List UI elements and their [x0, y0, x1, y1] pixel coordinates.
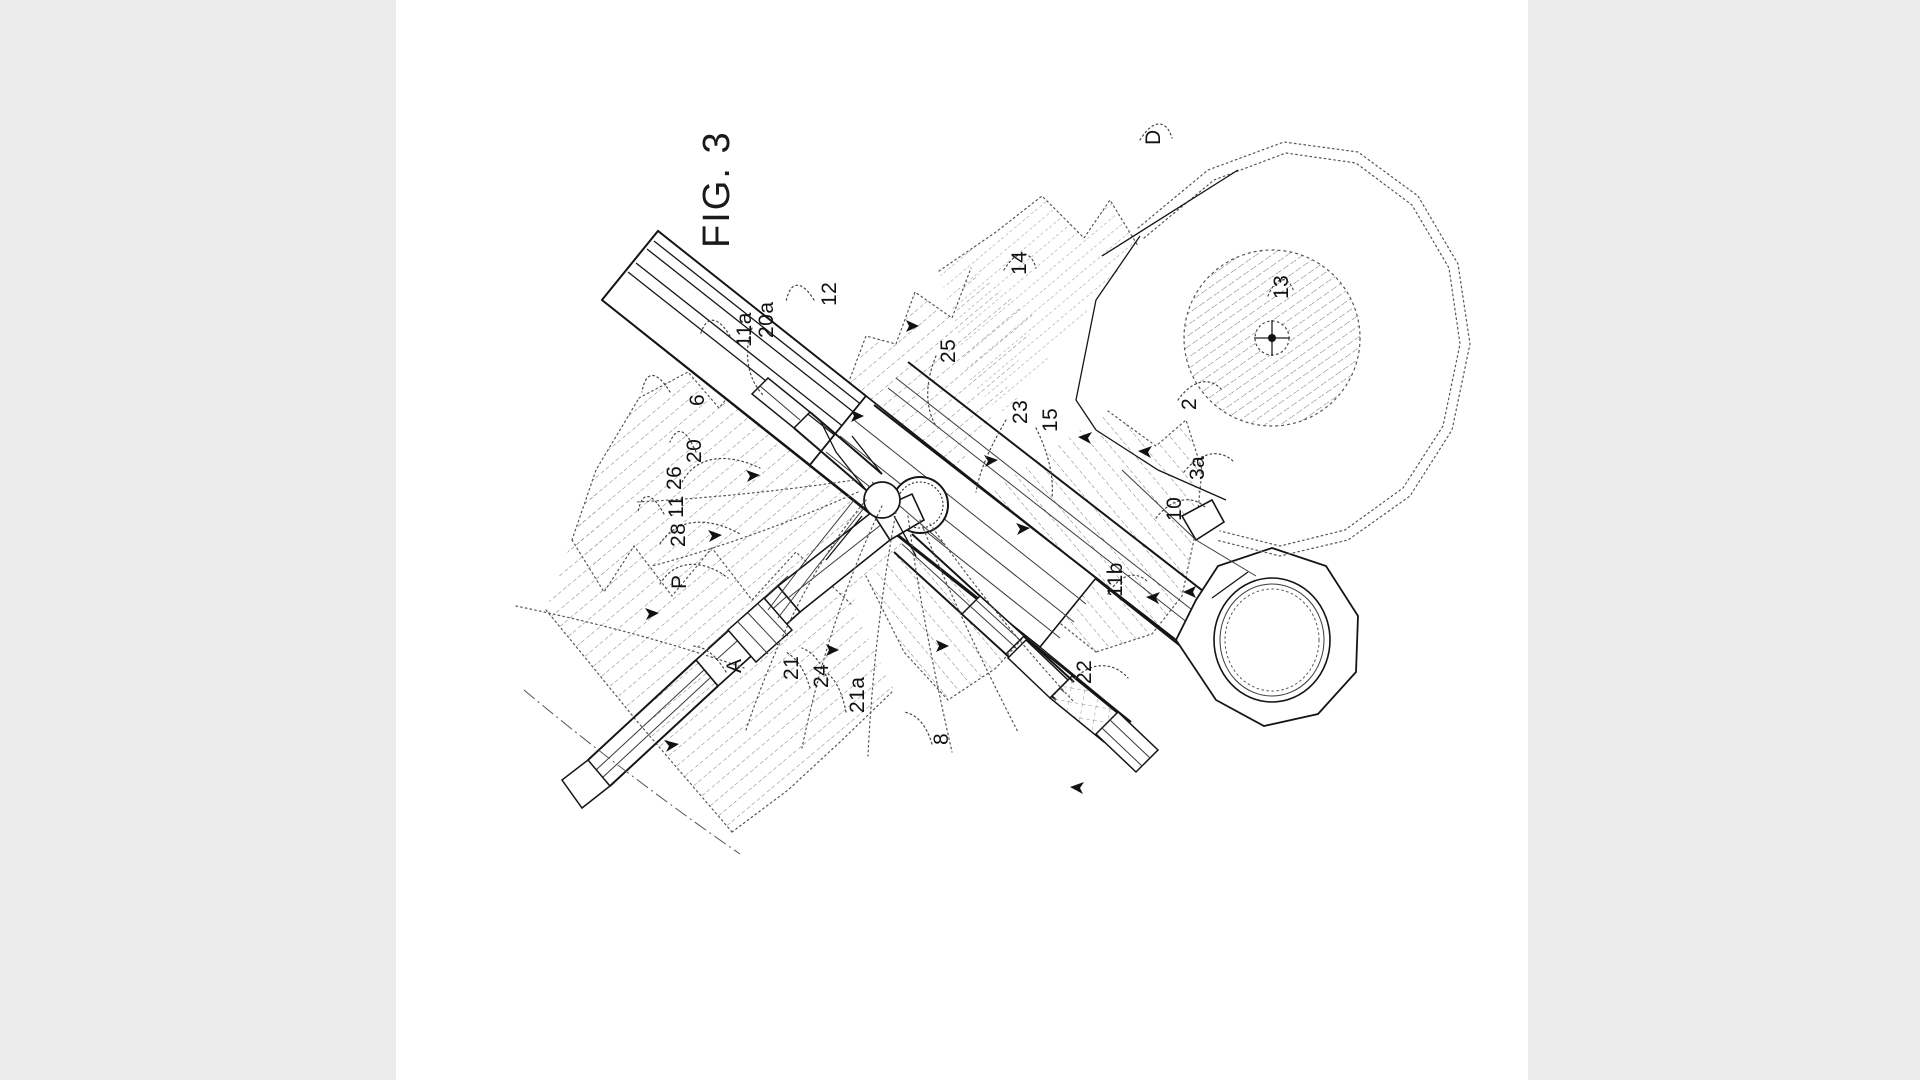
section-arrowheads — [645, 320, 1196, 794]
reference-numeral-11b: 11b — [1104, 562, 1127, 597]
crankshaft-assembly — [1075, 141, 1471, 577]
reference-numeral-26: 26 — [663, 465, 686, 490]
reference-numeral-20: 20 — [683, 438, 706, 463]
reference-numeral-8: 8 — [930, 732, 953, 745]
reference-numeral-13: 13 — [1270, 274, 1293, 299]
reference-numeral-p: P — [668, 574, 691, 589]
section-centerline — [515, 605, 745, 855]
reference-numeral-a: A — [723, 658, 746, 673]
patent-page: FIG. 3 2 3a 6 8 10 11 11a 11b 12 13 14 15 20 20a 21 21a… — [396, 0, 1528, 1080]
reference-numeral-25: 25 — [937, 338, 960, 363]
figure-drawing-canvas — [515, 123, 1471, 855]
reference-numeral-2: 2 — [1178, 397, 1201, 410]
reference-numeral-12: 12 — [818, 281, 841, 306]
connecting-rod — [873, 361, 1359, 727]
figure-title: FIG. 3 — [696, 130, 738, 248]
reference-numeral-20a: 20a — [755, 301, 778, 338]
reference-numeral-28: 28 — [667, 522, 690, 547]
reference-numeral-14: 14 — [1008, 250, 1031, 275]
reference-numeral-22: 22 — [1073, 659, 1096, 684]
reference-numeral-23: 23 — [1009, 399, 1032, 424]
hidden-passage-outlines — [635, 479, 1075, 757]
reference-numeral-d: D — [1142, 129, 1165, 145]
head-deck-hatched — [938, 195, 1139, 416]
reference-numeral-6: 6 — [686, 393, 709, 406]
crank-pin — [1183, 249, 1361, 427]
reference-numeral-21: 21 — [780, 655, 803, 680]
leader-lines — [637, 123, 1295, 745]
fuel-injector — [560, 492, 926, 810]
reference-numeral-15: 15 — [1039, 407, 1062, 432]
valve-assembly — [893, 533, 1160, 774]
reference-numeral-24: 24 — [810, 663, 833, 688]
reference-numeral-21a: 21a — [846, 676, 869, 713]
reference-numeral-11: 11 — [665, 495, 688, 518]
reference-numeral-11a: 11a — [733, 312, 756, 347]
reference-numeral-10: 10 — [1163, 496, 1186, 521]
reference-numeral-3a: 3a — [1186, 455, 1209, 480]
